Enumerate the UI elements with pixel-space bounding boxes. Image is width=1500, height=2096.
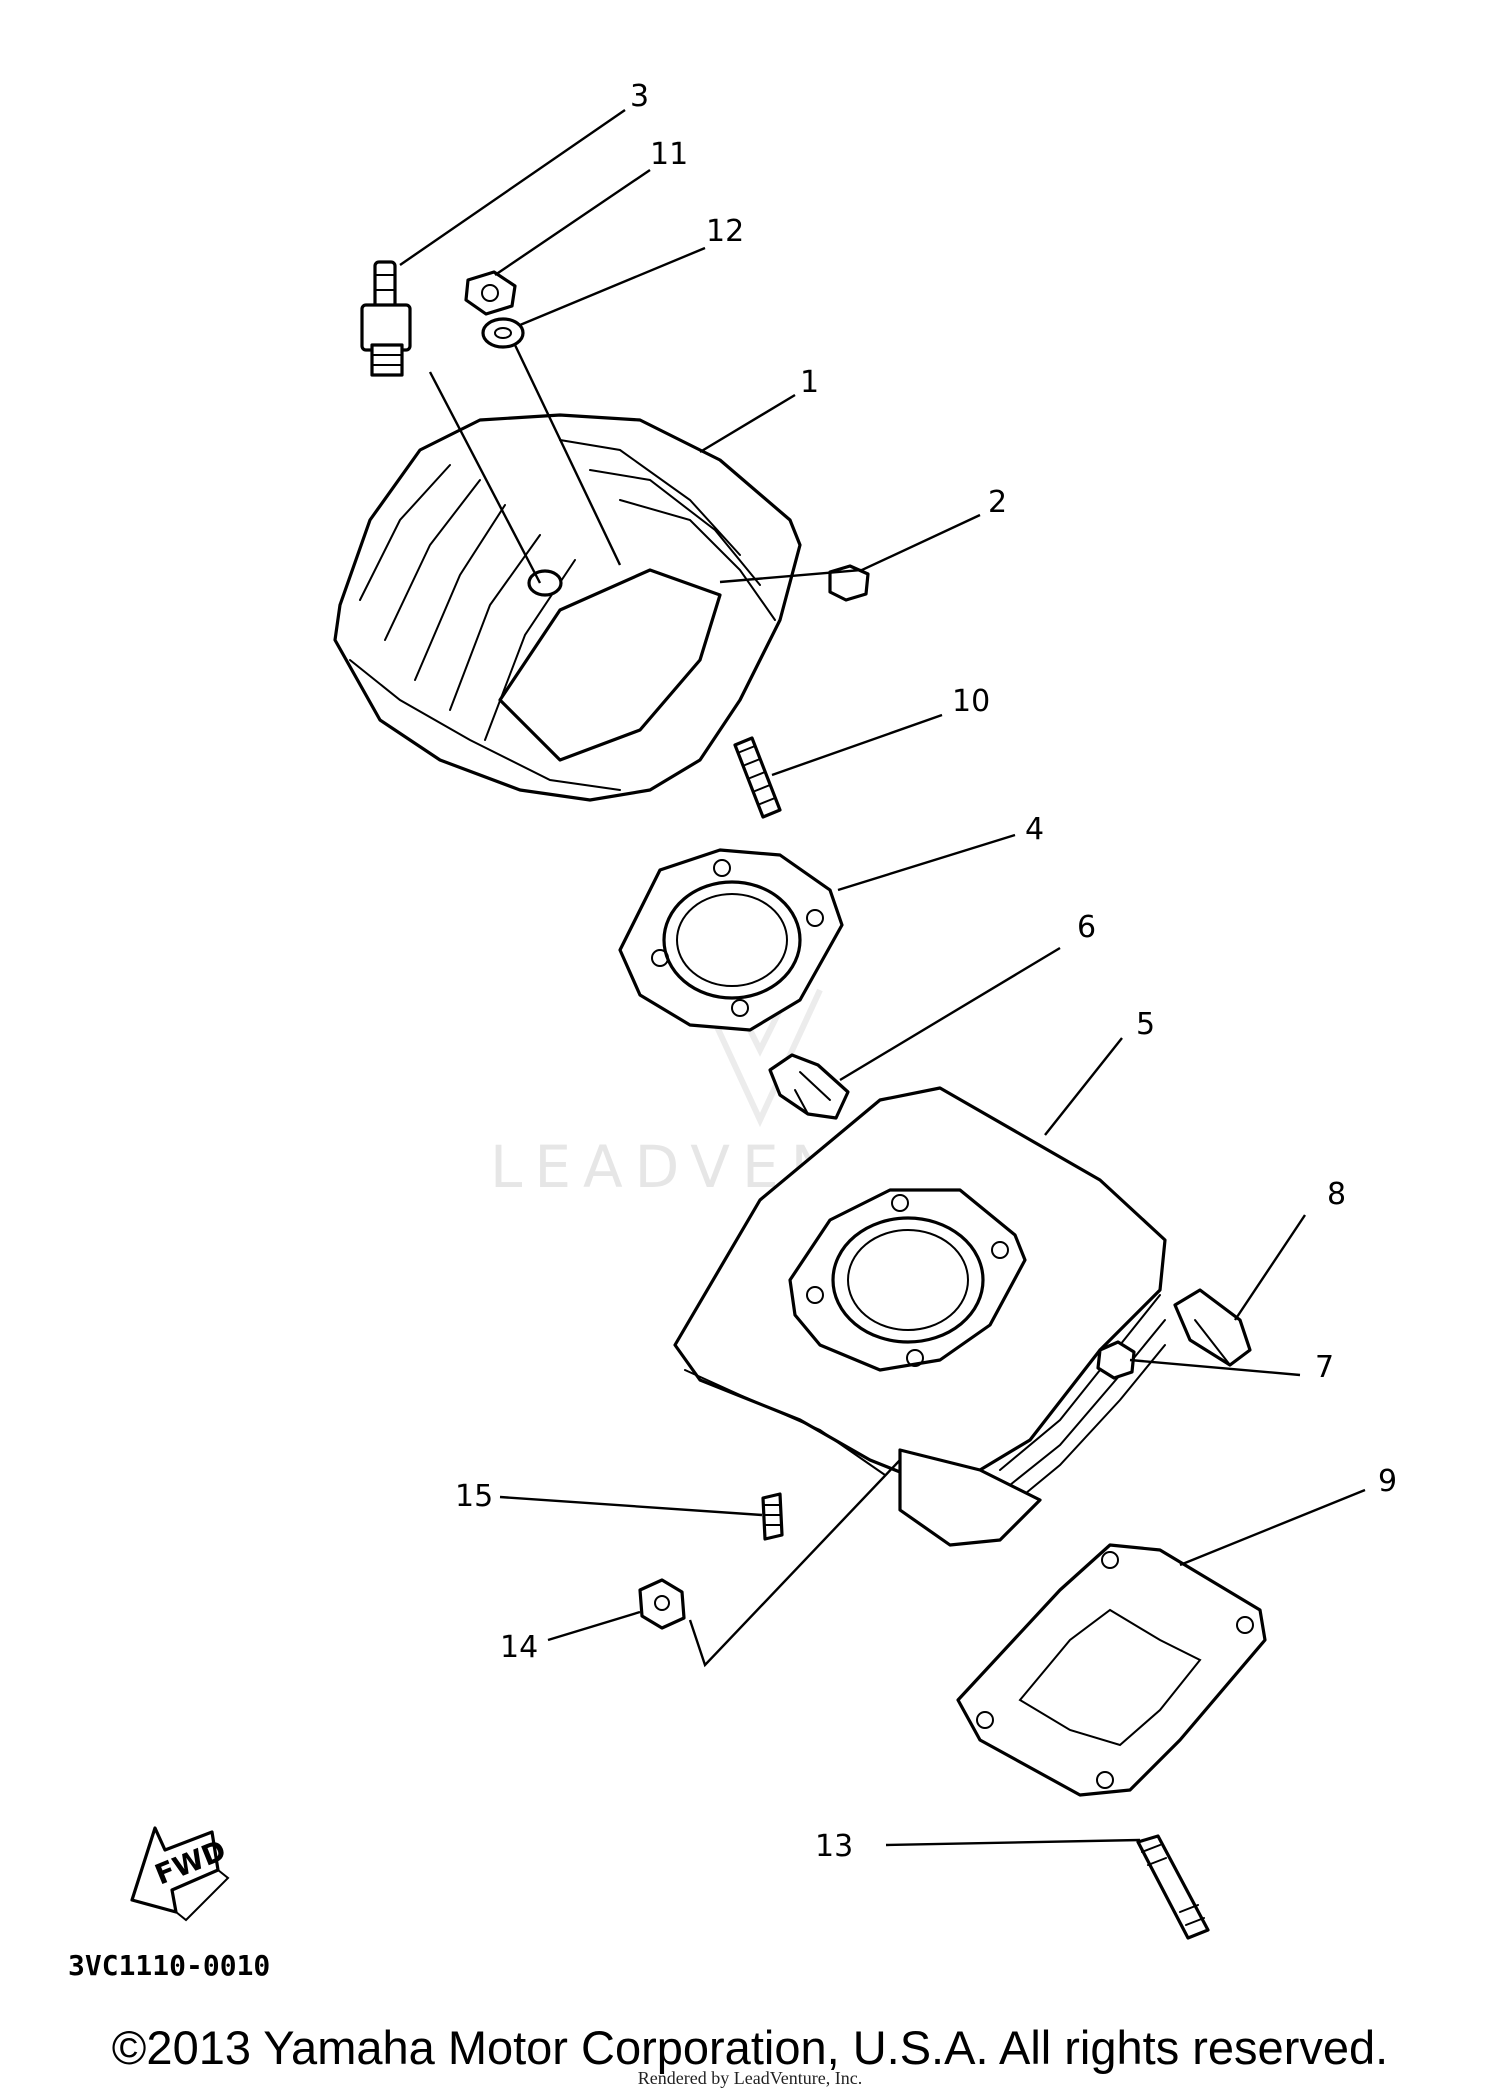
callout-10: 10 — [952, 684, 990, 719]
copyright-notice: ©2013 Yamaha Motor Corporation, U.S.A. A… — [111, 2021, 1389, 2074]
part-2-nut — [828, 564, 870, 602]
callout-14: 14 — [500, 1630, 538, 1665]
callout-6: 6 — [1077, 910, 1096, 945]
part-4-head-gasket — [618, 848, 844, 1032]
part-15-stud — [761, 1492, 784, 1541]
part-1-cylinder-head — [333, 413, 802, 802]
part-6-block — [768, 1053, 850, 1120]
part-5-cylinder — [673, 1086, 1167, 1547]
part-3-spark-plug — [360, 260, 412, 377]
part-7-nut — [1096, 1340, 1136, 1380]
callout-15: 15 — [455, 1479, 493, 1514]
callout-4: 4 — [1025, 812, 1044, 847]
part-8-block — [1173, 1288, 1252, 1367]
part-9-base-gasket — [956, 1543, 1267, 1797]
callout-labels: 3 11 12 1 2 10 4 6 5 8 7 9 15 14 13 — [455, 79, 1397, 1864]
part-10-stud — [733, 736, 782, 819]
callout-1: 1 — [800, 365, 819, 400]
callout-7: 7 — [1315, 1350, 1334, 1385]
leader-lines — [399, 109, 1366, 1847]
part-12-washer — [481, 317, 525, 349]
callout-9: 9 — [1378, 1464, 1397, 1499]
callout-12: 12 — [706, 214, 744, 249]
diagram-code: 3VC1110-0010 — [68, 1949, 270, 1982]
callout-5: 5 — [1136, 1007, 1155, 1042]
callout-11: 11 — [650, 137, 688, 172]
rendered-by-notice: Rendered by LeadVenture, Inc. — [637, 2068, 863, 2088]
callout-3: 3 — [630, 79, 649, 114]
part-11-nut — [464, 270, 517, 316]
callout-8: 8 — [1327, 1177, 1346, 1212]
part-14-nut — [638, 1578, 686, 1630]
fwd-arrow-icon: FWD — [130, 1826, 231, 1922]
part-13-stud — [1136, 1834, 1210, 1940]
callout-13: 13 — [815, 1829, 853, 1864]
callout-2: 2 — [988, 485, 1007, 520]
